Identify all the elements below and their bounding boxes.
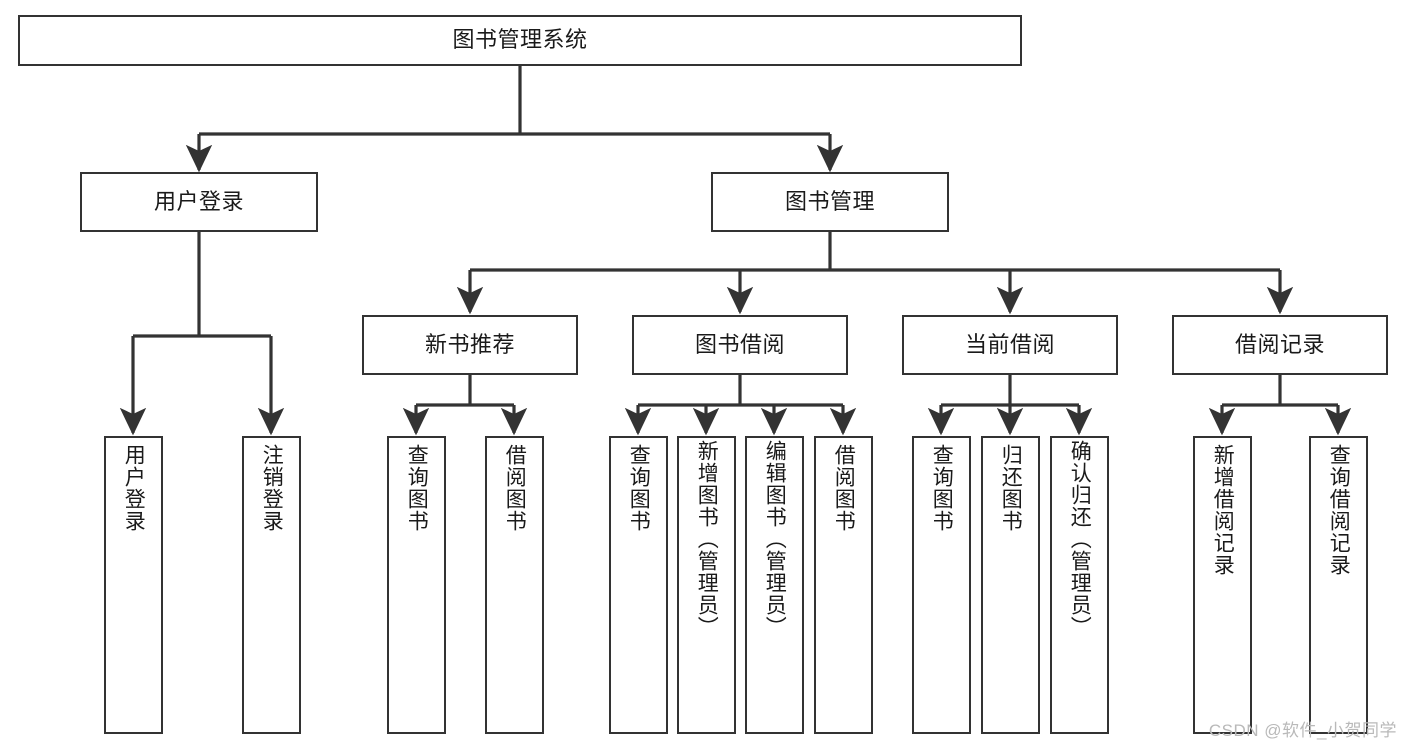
node-label: 借阅图书 <box>832 444 856 532</box>
node-label: 借阅记录 <box>1234 331 1325 357</box>
node-label: 图书借阅 <box>694 331 785 357</box>
node-label: 编辑图书（管理员） <box>763 440 787 638</box>
node-label: 注销登录 <box>260 444 284 532</box>
leaf-current-borrow-query-books[interactable]: 查询图书 <box>912 436 971 734</box>
node-label: 查询图书 <box>405 444 429 532</box>
node-root-book-management-system[interactable]: 图书管理系统 <box>18 15 1022 66</box>
leaf-book-borrow-borrow-books[interactable]: 借阅图书 <box>814 436 873 734</box>
node-label: 用户登录 <box>122 444 146 532</box>
node-label: 归还图书 <box>999 444 1023 532</box>
node-label: 查询图书 <box>930 444 954 532</box>
node-book-borrowing[interactable]: 图书借阅 <box>632 315 848 375</box>
leaf-book-borrow-edit-book-admin[interactable]: 编辑图书（管理员） <box>745 436 804 734</box>
node-current-borrowing[interactable]: 当前借阅 <box>902 315 1118 375</box>
leaf-book-borrow-query-books[interactable]: 查询图书 <box>609 436 668 734</box>
leaf-borrow-record-query-record[interactable]: 查询借阅记录 <box>1309 436 1368 734</box>
leaf-user-login-logout[interactable]: 注销登录 <box>242 436 301 734</box>
node-label: 新书推荐 <box>424 331 515 357</box>
node-book-management[interactable]: 图书管理 <box>711 172 949 232</box>
node-label: 当前借阅 <box>964 331 1055 357</box>
node-label: 查询图书 <box>627 444 651 532</box>
node-label: 借阅图书 <box>503 444 527 532</box>
node-label: 用户登录 <box>153 188 244 214</box>
leaf-current-borrow-return-books[interactable]: 归还图书 <box>981 436 1040 734</box>
node-label: 图书管理系统 <box>452 27 588 53</box>
node-new-book-recommendation[interactable]: 新书推荐 <box>362 315 578 375</box>
leaf-user-login-do-login[interactable]: 用户登录 <box>104 436 163 734</box>
node-label: 图书管理 <box>784 188 875 214</box>
node-label: 新增图书（管理员） <box>695 440 719 638</box>
leaf-borrow-record-add-record[interactable]: 新增借阅记录 <box>1193 436 1252 734</box>
leaf-current-borrow-confirm-return-admin[interactable]: 确认归还（管理员） <box>1050 436 1109 734</box>
node-label: 新增借阅记录 <box>1211 444 1235 576</box>
node-user-login[interactable]: 用户登录 <box>80 172 318 232</box>
node-label: 确认归还（管理员） <box>1068 440 1092 638</box>
leaf-book-borrow-add-book-admin[interactable]: 新增图书（管理员） <box>677 436 736 734</box>
leaf-new-book-borrow-books[interactable]: 借阅图书 <box>485 436 544 734</box>
node-label: 查询借阅记录 <box>1327 444 1351 576</box>
node-borrowing-records[interactable]: 借阅记录 <box>1172 315 1388 375</box>
leaf-new-book-query-books[interactable]: 查询图书 <box>387 436 446 734</box>
